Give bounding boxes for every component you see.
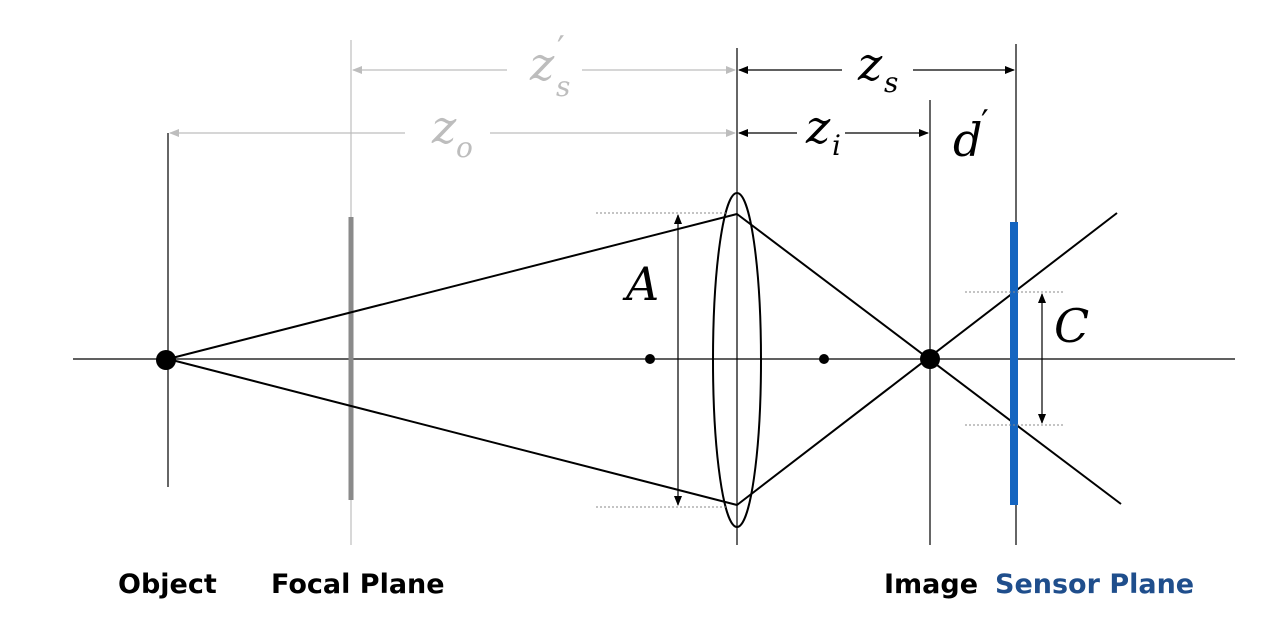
zs-prime-base: z [529, 37, 555, 91]
object-label: Object [118, 569, 217, 600]
zi-base: z [805, 100, 831, 154]
focal-plane-label: Focal Plane [271, 569, 445, 600]
focal-point-back [819, 354, 829, 364]
lens [712, 192, 762, 528]
d-prime-label: d ′ [953, 103, 989, 167]
zs-label: z s [857, 37, 898, 99]
zo-label: z o [431, 100, 473, 164]
object-point [156, 350, 176, 370]
d-prime-mark: ′ [981, 103, 989, 143]
ray-bottom-incoming [167, 358, 738, 506]
zs-prime-mark: ′ [557, 29, 565, 69]
focal-point-front [645, 354, 655, 364]
blur-circle-label: C [1054, 299, 1089, 353]
zs-prime-sub: s [556, 70, 570, 103]
zi-sub: i [832, 129, 841, 162]
zs-sub: s [884, 66, 898, 99]
image-label: Image [884, 569, 978, 600]
zo-base: z [431, 100, 457, 154]
zs-prime-label: z ′ s [529, 29, 570, 103]
image-point [920, 349, 940, 369]
sensor-plane-label: Sensor Plane [995, 569, 1194, 600]
zs-base: z [857, 37, 883, 91]
zo-sub: o [456, 131, 473, 164]
zi-label: z i [805, 100, 841, 162]
aperture-label: A [622, 257, 659, 311]
ray-top-incoming [167, 213, 738, 360]
d-prime-base: d [953, 113, 982, 167]
